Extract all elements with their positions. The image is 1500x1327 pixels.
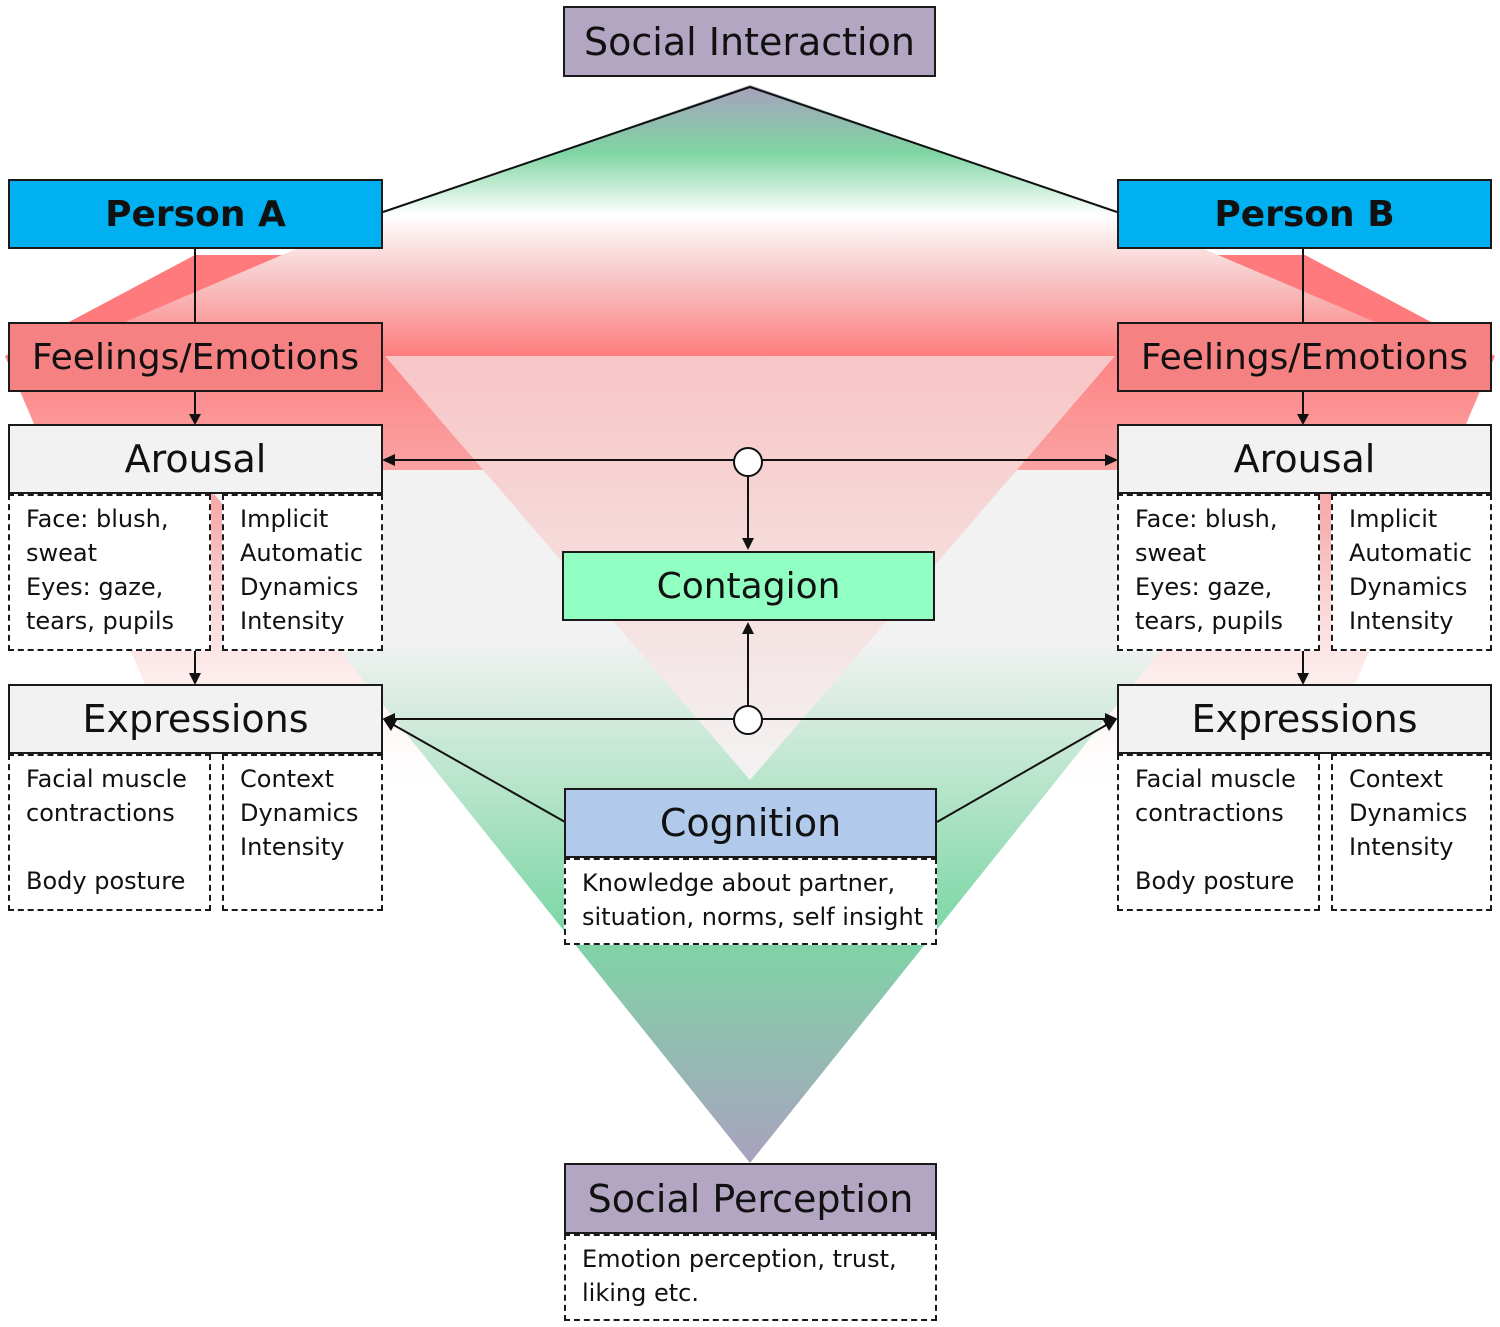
person-b-arousal-props: Implicit Automatic Dynamics Intensity	[1331, 494, 1492, 651]
person-a-arousal-label: Arousal	[124, 437, 267, 481]
person-a-expression-signs: Facial muscle contractions Body posture	[8, 754, 211, 911]
arrowhead-contagion-top	[742, 538, 754, 550]
cognition-to-expr-a	[391, 723, 566, 823]
expressions-junction	[733, 705, 763, 735]
props-line: Dynamics	[240, 799, 359, 827]
person-b-expression-props: Context Dynamics Intensity	[1331, 754, 1492, 911]
signs-line: tears, pupils	[1135, 607, 1284, 635]
person-a-feelings-box[interactable]: Feelings/Emotions	[8, 322, 383, 392]
person-a-arousal-signs: Face: blush, sweat Eyes: gaze, tears, pu…	[8, 494, 211, 651]
perception-detail-line: liking etc.	[582, 1279, 699, 1307]
person-a-expression-props: Context Dynamics Intensity	[222, 754, 383, 911]
arousal-junction	[733, 447, 763, 477]
person-a-feelings-label: Feelings/Emotions	[31, 336, 360, 378]
interaction-band	[45, 85, 1455, 356]
person-b-label: Person B	[1214, 193, 1395, 235]
perception-detail-line: Emotion perception, trust,	[582, 1245, 897, 1273]
props-line: Dynamics	[240, 573, 359, 601]
person-a-arousal-box[interactable]: Arousal	[8, 424, 383, 494]
social-interaction-box[interactable]: Social Interaction	[563, 6, 936, 77]
top-right-edge	[749, 86, 1118, 213]
signs-line	[26, 830, 199, 864]
cognition-box[interactable]: Cognition	[564, 788, 937, 858]
props-line: Implicit	[240, 505, 329, 533]
signs-line: Face: blush,	[1135, 505, 1278, 533]
person-a-label: Person A	[105, 193, 286, 235]
signs-line: Body posture	[1135, 867, 1295, 895]
props-line: Intensity	[240, 833, 345, 861]
signs-line: sweat	[26, 539, 98, 567]
signs-line: sweat	[1135, 539, 1207, 567]
person-b-expressions-label: Expressions	[1191, 697, 1418, 741]
arrowhead-b2	[1297, 414, 1309, 425]
arrowhead-b3	[1297, 673, 1309, 685]
arrowhead-arousal-right	[1105, 454, 1118, 466]
signs-line: Facial muscle	[26, 765, 187, 793]
cognition-detail-line: Knowledge about partner,	[582, 869, 896, 897]
signs-line: Body posture	[26, 867, 186, 895]
signs-line: Eyes: gaze,	[26, 573, 164, 601]
arrowhead-cog-b	[1103, 719, 1117, 731]
props-line: Intensity	[240, 607, 345, 635]
person-b-arousal-box[interactable]: Arousal	[1117, 424, 1492, 494]
contagion-label: Contagion	[656, 565, 841, 607]
cognition-to-expr-b	[936, 723, 1109, 823]
arrowhead-arousal-left	[382, 454, 395, 466]
contagion-box[interactable]: Contagion	[562, 551, 935, 621]
arrowhead-cog-a	[383, 719, 397, 731]
signs-line: contractions	[26, 799, 175, 827]
person-b-feelings-label: Feelings/Emotions	[1140, 336, 1469, 378]
cognition-detail: Knowledge about partner, situation, norm…	[564, 858, 937, 945]
top-left-edge	[382, 86, 751, 213]
person-b-expression-signs: Facial muscle contractions Body posture	[1117, 754, 1320, 911]
arrowhead-a3	[189, 673, 201, 685]
person-b-box[interactable]: Person B	[1117, 179, 1492, 249]
props-line: Intensity	[1349, 607, 1454, 635]
arrowhead-a2	[189, 414, 201, 425]
social-perception-box[interactable]: Social Perception	[564, 1163, 937, 1234]
props-line: Intensity	[1349, 833, 1454, 861]
person-b-expressions-box[interactable]: Expressions	[1117, 684, 1492, 754]
person-a-box[interactable]: Person A	[8, 179, 383, 249]
signs-line: contractions	[1135, 799, 1284, 827]
signs-line: Eyes: gaze,	[1135, 573, 1273, 601]
person-a-arousal-props: Implicit Automatic Dynamics Intensity	[222, 494, 383, 651]
props-line: Dynamics	[1349, 573, 1468, 601]
signs-line: Face: blush,	[26, 505, 169, 533]
social-perception-detail: Emotion perception, trust, liking etc.	[564, 1234, 937, 1321]
props-line: Automatic	[240, 539, 364, 567]
signs-line	[1135, 830, 1308, 864]
props-line: Context	[240, 765, 335, 793]
person-b-feelings-box[interactable]: Feelings/Emotions	[1117, 322, 1492, 392]
cognition-detail-line: situation, norms, self insight	[582, 903, 924, 931]
props-line: Context	[1349, 765, 1444, 793]
props-line: Dynamics	[1349, 799, 1468, 827]
person-a-expressions-label: Expressions	[82, 697, 309, 741]
social-perception-label: Social Perception	[587, 1176, 914, 1221]
signs-line: tears, pupils	[26, 607, 175, 635]
arrowhead-contagion-bottom	[742, 622, 754, 634]
signs-line: Facial muscle	[1135, 765, 1296, 793]
social-interaction-label: Social Interaction	[584, 19, 915, 64]
props-line: Implicit	[1349, 505, 1438, 533]
person-b-arousal-signs: Face: blush, sweat Eyes: gaze, tears, pu…	[1117, 494, 1320, 651]
person-a-expressions-box[interactable]: Expressions	[8, 684, 383, 754]
person-b-arousal-label: Arousal	[1233, 437, 1376, 481]
cognition-label: Cognition	[659, 801, 842, 845]
props-line: Automatic	[1349, 539, 1473, 567]
